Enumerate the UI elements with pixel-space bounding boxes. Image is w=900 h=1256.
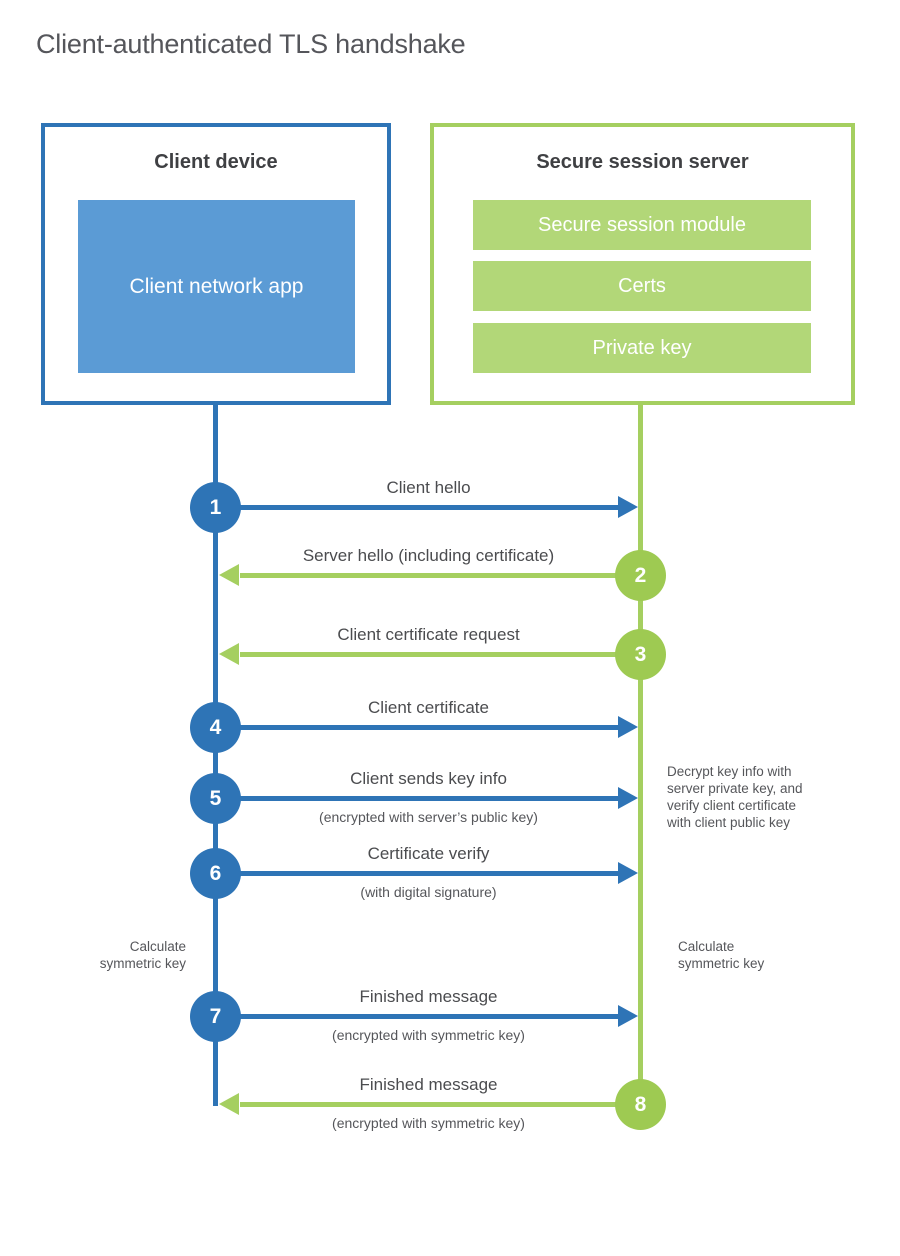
client-lifeline <box>213 404 218 1106</box>
message-label: Client certificate <box>368 698 489 717</box>
client-network-app-label: Client network app <box>129 275 304 298</box>
server-module-certs: Certs <box>473 261 811 311</box>
server-lifeline <box>638 404 643 1106</box>
message-sublabel: (encrypted with symmetric key) <box>332 1115 525 1131</box>
message-sublabel: (encrypted with symmetric key) <box>332 1027 525 1043</box>
message-number-badge: 3 <box>615 629 666 680</box>
arrowhead-icon <box>618 862 638 884</box>
calc-symmetric-key-note-client: Calculate symmetric key <box>99 939 186 971</box>
client-device-title: Client device <box>154 151 278 173</box>
message-label: Finished message <box>359 1075 498 1094</box>
message-number-badge: 2 <box>615 550 666 601</box>
message-arrow-line <box>216 505 620 510</box>
arrowhead-icon <box>618 1005 638 1027</box>
message-row: Client certificate request 3 <box>0 609 900 701</box>
arrowhead-icon <box>219 1093 239 1115</box>
decrypt-key-note: Decrypt key info with server private key… <box>667 764 803 830</box>
client-device-box: Client device Client network app <box>41 123 391 405</box>
message-row: Server hello (including certificate) 2 <box>0 530 900 622</box>
server-module-private-key: Private key <box>473 323 811 373</box>
message-label: Server hello (including certificate) <box>302 546 555 565</box>
arrowhead-icon <box>219 564 239 586</box>
arrowhead-icon <box>219 643 239 665</box>
message-arrow-line <box>240 652 641 657</box>
message-arrow-line <box>240 573 641 578</box>
message-row: Finished message (encrypted with symmetr… <box>0 1059 900 1151</box>
message-arrow-line <box>216 871 620 876</box>
message-sublabel: (with digital signature) <box>360 884 497 900</box>
message-label: Client certificate request <box>337 625 520 644</box>
calc-symmetric-key-note-server: Calculate symmetric key <box>678 939 765 971</box>
message-arrow-line <box>216 796 620 801</box>
message-row: Finished message (encrypted with symmetr… <box>0 971 900 1063</box>
message-arrow-line <box>216 1014 620 1019</box>
message-row: Client sends key info (encrypted with se… <box>0 753 900 845</box>
arrowhead-icon <box>618 716 638 738</box>
message-label: Client sends key info <box>350 769 507 788</box>
message-arrow-line <box>240 1102 641 1107</box>
arrowhead-icon <box>618 496 638 518</box>
page-title: Client-authenticated TLS handshake <box>36 29 466 59</box>
message-row: Client hello 1 <box>0 462 900 554</box>
message-number-badge: 7 <box>190 991 241 1042</box>
arrowhead-icon <box>618 787 638 809</box>
message-number-badge: 5 <box>190 773 241 824</box>
message-sublabel: (encrypted with server’s public key) <box>319 809 538 825</box>
message-number-badge: 6 <box>190 848 241 899</box>
message-label: Finished message <box>359 987 498 1006</box>
message-row: Client certificate 4 <box>0 682 900 774</box>
server-box: Secure session server Secure session mod… <box>430 123 855 405</box>
client-network-app-box: Client network app <box>78 200 355 373</box>
server-module-secure-session: Secure session module <box>473 200 811 250</box>
message-label: Certificate verify <box>367 844 490 863</box>
message-number-badge: 1 <box>190 482 241 533</box>
message-row: Certificate verify (with digital signatu… <box>0 828 900 920</box>
message-arrow-line <box>216 725 620 730</box>
message-number-badge: 4 <box>190 702 241 753</box>
message-label: Client hello <box>386 478 471 497</box>
message-number-badge: 8 <box>615 1079 666 1130</box>
server-title: Secure session server <box>536 151 749 173</box>
